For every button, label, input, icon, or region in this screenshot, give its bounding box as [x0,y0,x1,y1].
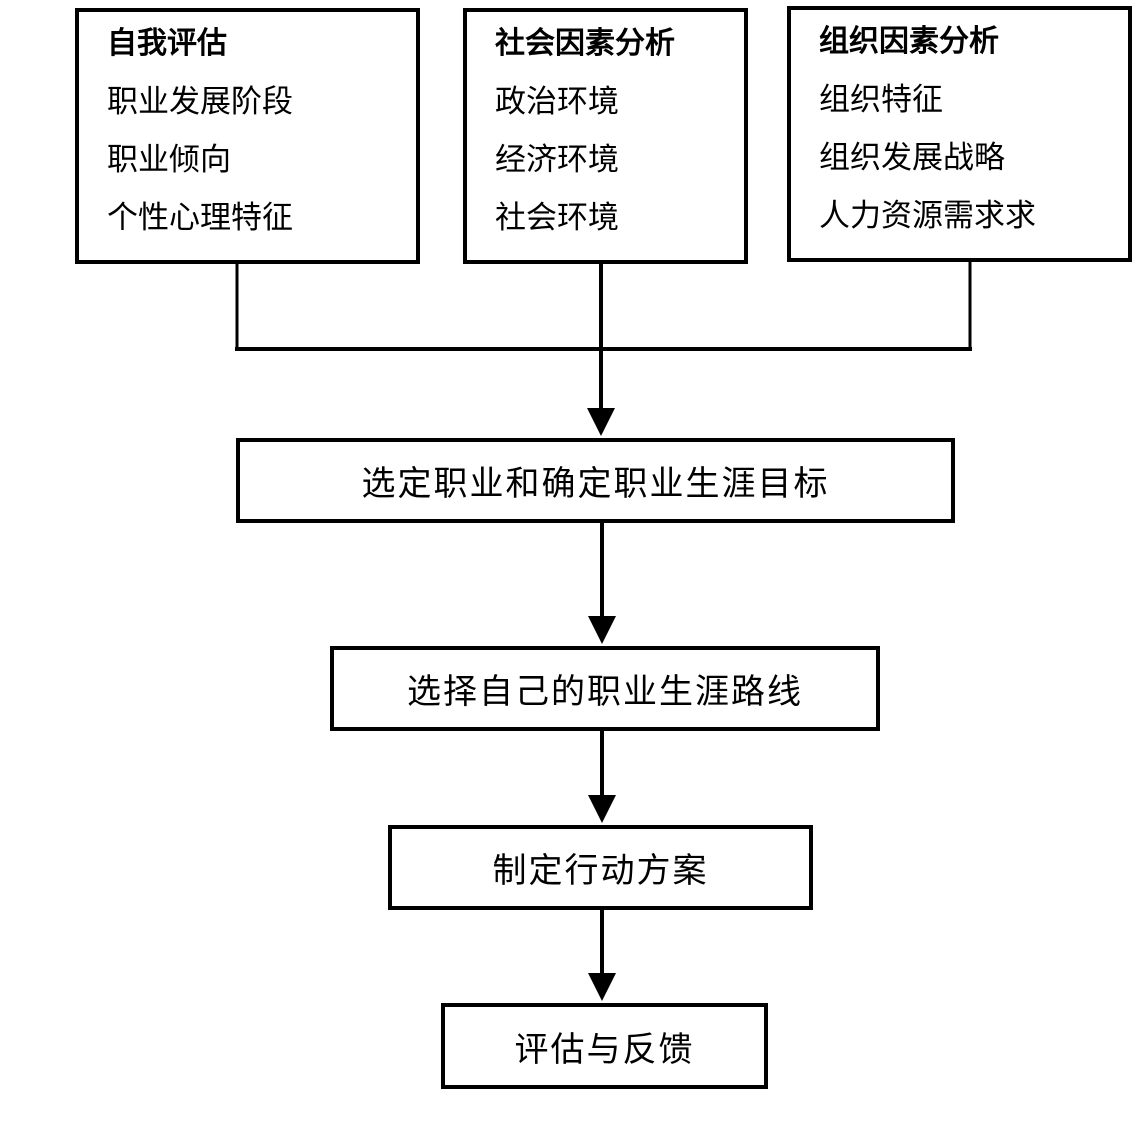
flow-box-label: 选择自己的职业生涯路线 [407,674,803,711]
box-social-factors: 社会因素分析 政治环境 经济环境 社会环境 [463,8,748,264]
box-self-assessment-item: 职业倾向 [107,142,231,177]
box-social-factors-item: 政治环境 [495,84,619,119]
box-organization-factors-title: 组织因素分析 [819,24,999,59]
box-organization-factors-item: 组织特征 [819,82,943,117]
box-self-assessment-title: 自我评估 [107,26,227,61]
flow-box-choose-career-path: 选择自己的职业生涯路线 [330,646,880,731]
box-organization-factors-item: 人力资源需求求 [819,198,1036,233]
flow-box-set-career-goal: 选定职业和确定职业生涯目标 [236,438,955,523]
box-self-assessment: 自我评估 职业发展阶段 职业倾向 个性心理特征 [75,8,420,264]
box-social-factors-title: 社会因素分析 [495,26,675,61]
flow-box-evaluate-feedback: 评估与反馈 [441,1003,768,1089]
flow-box-make-action-plan: 制定行动方案 [388,825,813,910]
box-organization-factors: 组织因素分析 组织特征 组织发展战略 人力资源需求求 [787,6,1132,262]
box-organization-factors-item: 组织发展战略 [819,140,1005,175]
flow-box-label: 制定行动方案 [492,853,709,890]
flow-box-label: 选定职业和确定职业生涯目标 [361,466,830,503]
box-self-assessment-item: 职业发展阶段 [107,84,293,119]
box-social-factors-item: 社会环境 [495,200,619,235]
arrow-down-icon [587,408,615,436]
arrow-down-icon [588,973,616,1001]
box-self-assessment-item: 个性心理特征 [107,200,293,235]
flow-box-label: 评估与反馈 [514,1031,695,1069]
arrow-down-icon [588,795,616,823]
arrow-down-icon [588,616,616,644]
box-social-factors-item: 经济环境 [495,142,619,177]
